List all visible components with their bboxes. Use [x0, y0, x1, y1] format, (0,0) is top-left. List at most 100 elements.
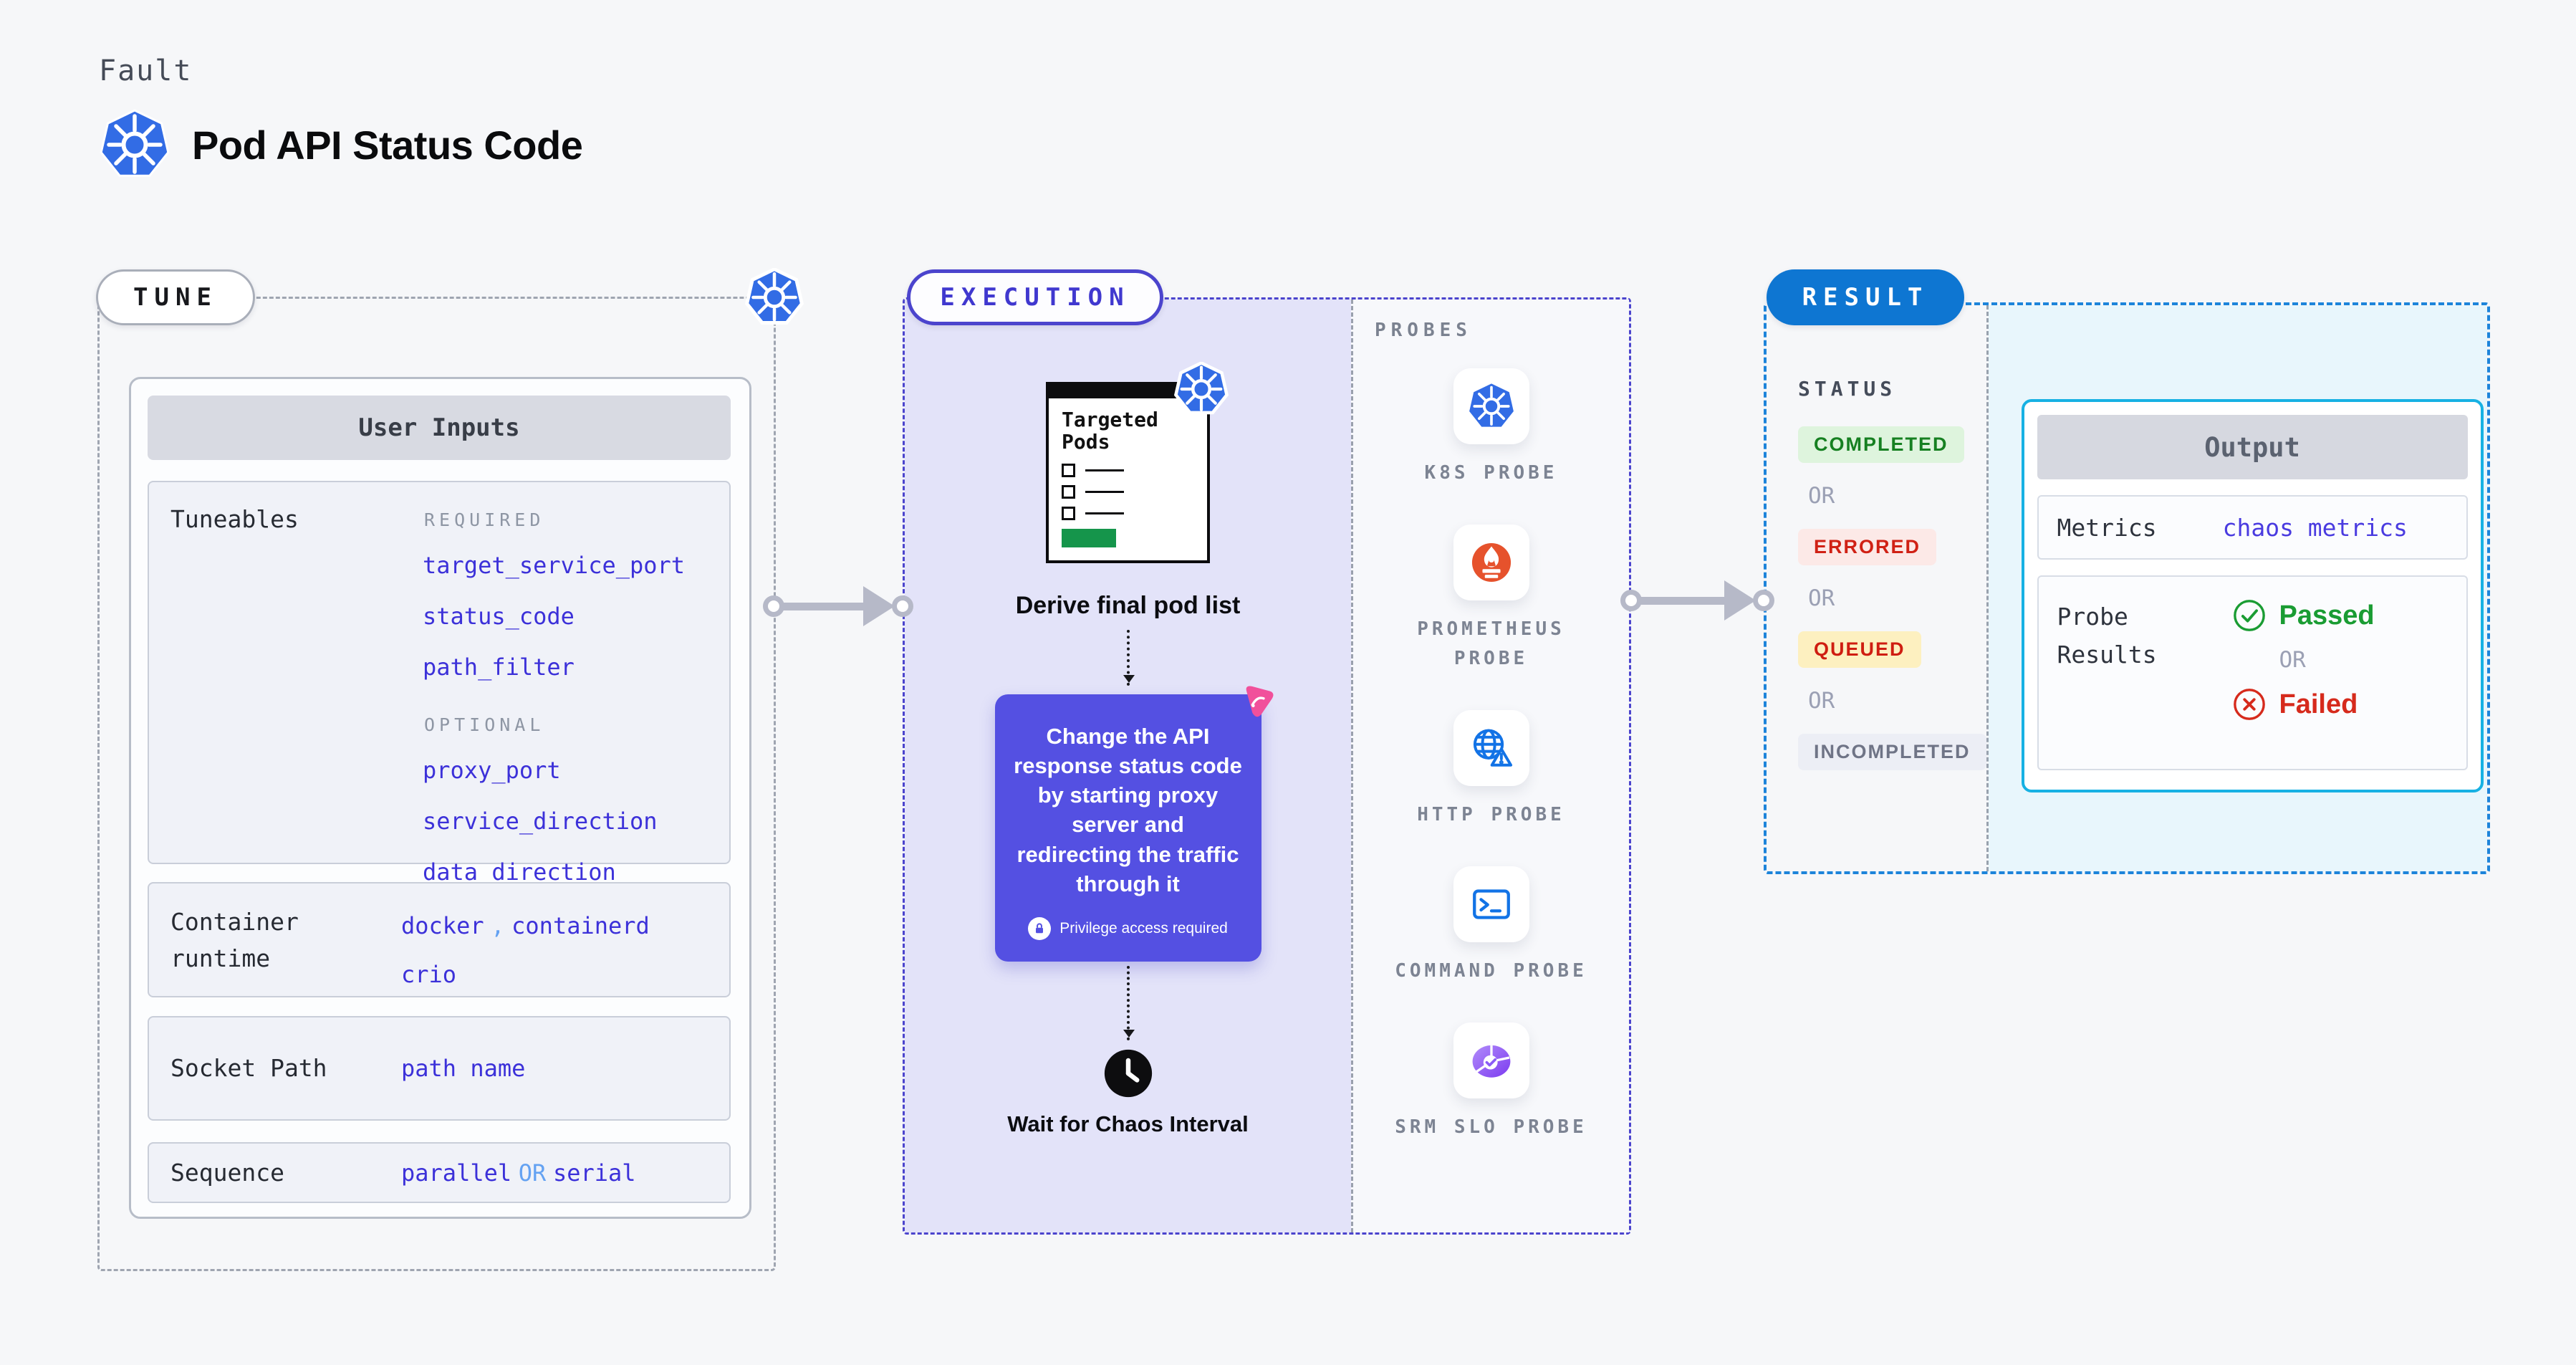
check-circle-icon [2233, 600, 2265, 631]
privilege-note-row: Privilege access required [1012, 917, 1244, 941]
probe-results-label: Probe Results [2057, 603, 2157, 669]
terminal-icon [1453, 866, 1529, 943]
list-line [1085, 512, 1124, 514]
tuneable-param: path_filter [423, 653, 575, 681]
result-badge: RESULT [1767, 269, 1964, 325]
probe-item: PROMETHEUS PROBE [1384, 525, 1599, 673]
wait-caption: Wait for Chaos Interval [1007, 1111, 1249, 1137]
optional-label: OPTIONAL [424, 714, 545, 735]
or-text: OR [2279, 647, 2306, 673]
container-runtime-row: Container runtime docker , containerd cr… [148, 882, 731, 997]
status-badge-queued: QUEUED [1798, 631, 1921, 668]
passed-row: Passed [2232, 598, 2375, 633]
probe-label: K8S PROBE [1424, 462, 1558, 484]
output-pane: Output Metrics chaos metrics Probe Resul… [1988, 305, 2487, 871]
metrics-value: chaos metrics [2222, 513, 2408, 542]
page-title-row: Pod API Status Code [99, 109, 583, 181]
list-line [1085, 490, 1124, 493]
x-circle-icon [2233, 689, 2265, 720]
arrow-head [1724, 580, 1756, 621]
or-text: OR [1808, 688, 1835, 714]
tuneable-param: target_service_port [423, 552, 686, 579]
arrow-endpoint [1753, 590, 1774, 611]
result-section-box: STATUS COMPLETED OR ERRORED OR QUEUED OR… [1764, 302, 2490, 874]
tuneables-row: Tuneables REQUIRED target_service_port s… [148, 481, 731, 886]
flow-arrow-tune-to-execution [763, 581, 913, 631]
arrow-endpoint [1620, 590, 1642, 611]
probe-item: HTTP PROBE [1384, 709, 1599, 829]
container-runtime-label: Container runtime [170, 908, 299, 973]
tuneable-param: proxy_port [423, 757, 561, 784]
kubernetes-icon [1453, 368, 1529, 444]
probes-pane: PROBES K8S PROBE [1351, 300, 1629, 1232]
socket-path-label: Socket Path [170, 1054, 327, 1083]
fault-action-card: Change the API response status code by s… [994, 686, 1273, 962]
metrics-row: Metrics chaos metrics [2037, 495, 2468, 560]
derive-caption: Derive final pod list [1015, 591, 1241, 619]
kubernetes-icon [1174, 362, 1229, 415]
execution-badge: EXECUTION [907, 269, 1163, 325]
checkbox-icon [1062, 506, 1075, 520]
socket-path-value: path name [401, 1055, 526, 1082]
fault-eyebrow: Fault [99, 54, 193, 87]
privilege-note: Privilege access required [1059, 920, 1228, 937]
sequence-value: parallel OR serial [401, 1159, 636, 1187]
required-label: REQUIRED [424, 509, 545, 530]
execution-main-pane: Targeted Pods Deriv [905, 300, 1351, 1232]
arrow-line [1640, 596, 1726, 605]
output-title: Output [2037, 415, 2468, 479]
probe-results-row: Probe Results Passed OR [2037, 575, 2468, 770]
list-line [1085, 469, 1124, 471]
probe-item: SRM SLO PROBE [1384, 1022, 1599, 1141]
or-text: OR [1808, 585, 1835, 611]
checkbox-icon [1062, 484, 1075, 499]
status-badge-incompleted: INCOMPLETED [1798, 734, 1986, 770]
tuneable-param: status_code [423, 603, 575, 630]
sequence-parallel: parallel [401, 1159, 512, 1187]
status-badge-errored: ERRORED [1798, 529, 1937, 565]
tuneable-param: data_direction [423, 858, 616, 886]
probe-label: HTTP PROBE [1417, 803, 1565, 825]
tuneable-param: service_direction [423, 808, 658, 835]
prometheus-icon [1453, 525, 1529, 601]
or-text: OR [1808, 483, 1835, 509]
runtime-separator: , [491, 912, 505, 939]
action-description: Change the API response status code by s… [1014, 723, 1242, 896]
probe-item: COMMAND PROBE [1384, 866, 1599, 985]
kubernetes-icon [100, 109, 170, 177]
targeted-pods-graphic: Targeted Pods [1046, 362, 1229, 563]
metrics-label: Metrics [2057, 513, 2157, 542]
targeted-pods-title: Targeted Pods [1062, 408, 1158, 454]
kubernetes-icon [745, 268, 804, 325]
user-inputs-card: User Inputs Tuneables REQUIRED target_se… [129, 377, 751, 1219]
dotted-flow-arrow [1123, 966, 1135, 1041]
clock-icon [1102, 1048, 1154, 1102]
page-title: Pod API Status Code [192, 122, 583, 168]
socket-path-row: Socket Path path name [148, 1016, 731, 1121]
slo-pie-check-icon [1453, 1022, 1529, 1099]
arrow-endpoint [892, 595, 913, 617]
failed-row: Failed [2232, 687, 2375, 722]
lock-icon [1028, 917, 1052, 941]
probes-title: PROBES [1375, 320, 1472, 341]
pod-window-bar [1048, 384, 1208, 398]
status-title: STATUS [1798, 377, 1897, 401]
probe-item: K8S PROBE [1384, 368, 1599, 487]
sequence-or: OR [518, 1159, 547, 1187]
dotted-flow-arrow [1123, 629, 1135, 686]
tuneables-values: REQUIRED target_service_port status_code… [423, 507, 685, 909]
http-globe-warning-icon [1453, 709, 1529, 786]
runtime-docker: docker [401, 912, 484, 939]
litmus-chaos-icon [1246, 686, 1273, 717]
output-card: Output Metrics chaos metrics Probe Resul… [2021, 399, 2484, 792]
probe-label: COMMAND PROBE [1395, 960, 1587, 982]
arrow-line [782, 602, 865, 610]
runtime-containerd: containerd [511, 912, 650, 939]
sequence-label: Sequence [170, 1158, 284, 1187]
arrow-endpoint [763, 595, 784, 617]
container-runtime-values: docker , containerd crio [401, 904, 650, 996]
arrow-head [863, 586, 895, 626]
tune-badge: TUNE [96, 269, 255, 325]
status-badge-completed: COMPLETED [1798, 426, 1964, 463]
